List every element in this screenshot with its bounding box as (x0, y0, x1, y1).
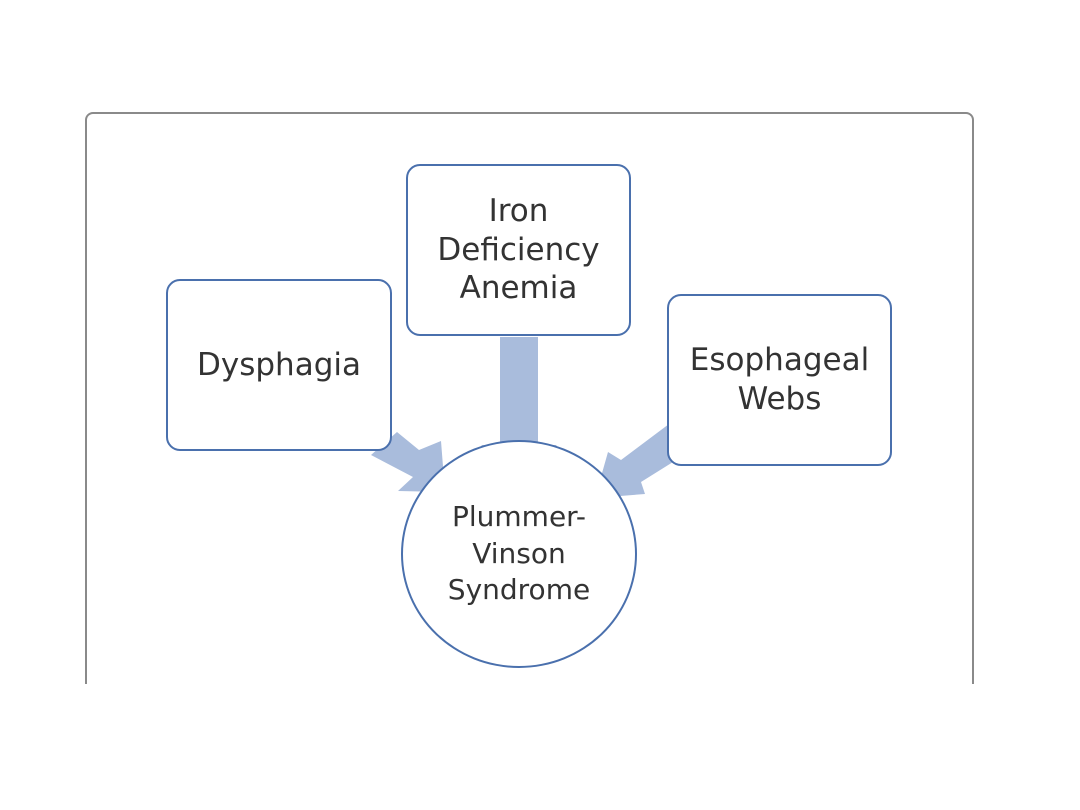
arrow-dysphagia-to-pvs (371, 432, 445, 492)
node-dysphagia: Dysphagia (166, 279, 392, 451)
arrow-webs-to-pvs (595, 424, 689, 498)
node-esophageal-webs: Esophageal Webs (667, 294, 892, 466)
node-esophageal-webs-label: Esophageal Webs (689, 342, 870, 417)
node-plummer-vinson-syndrome-label: Plummer- Vinson Syndrome (447, 500, 591, 607)
node-dysphagia-label: Dysphagia (197, 346, 361, 383)
node-plummer-vinson-syndrome: Plummer- Vinson Syndrome (401, 440, 637, 668)
node-iron-deficiency-anemia-label: Iron Deficiency Anemia (437, 192, 600, 307)
node-iron-deficiency-anemia: Iron Deficiency Anemia (406, 164, 631, 336)
